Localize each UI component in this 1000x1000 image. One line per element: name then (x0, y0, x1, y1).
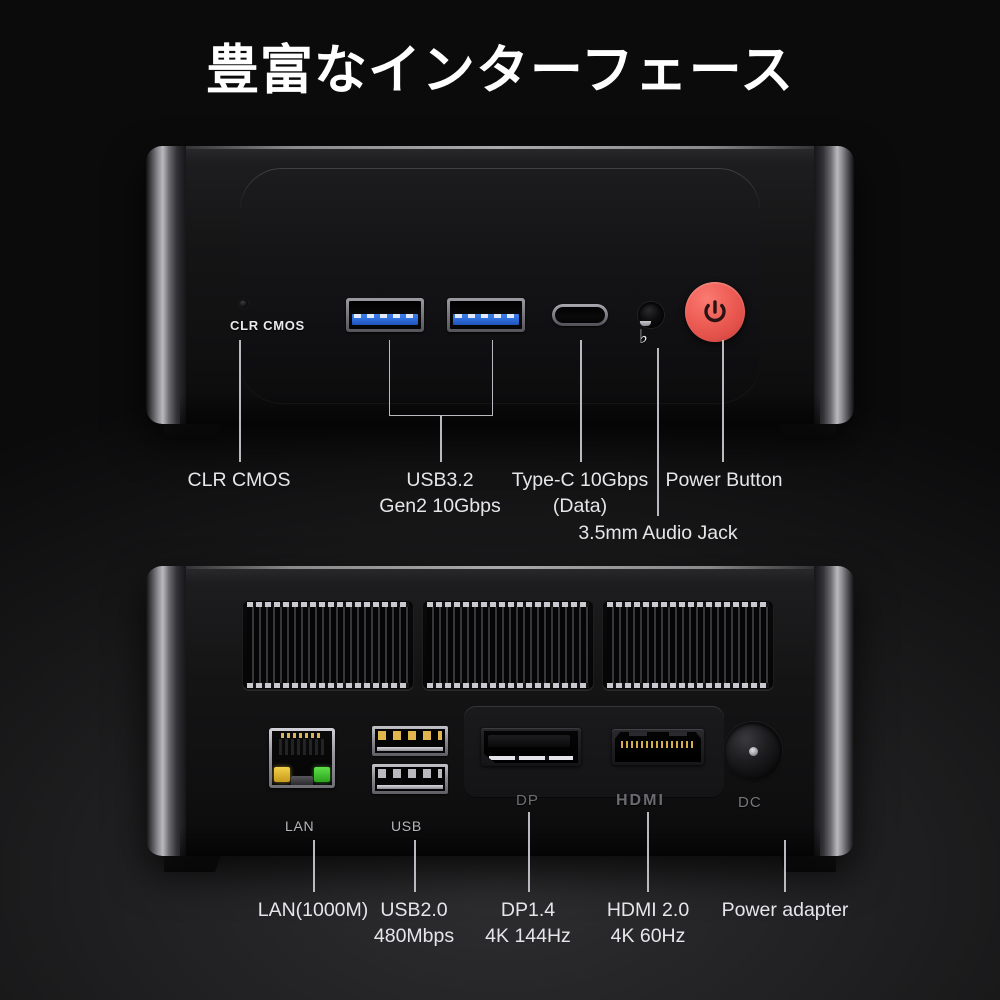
rear-foot-right (778, 852, 836, 872)
hdmi-notch-left (629, 732, 647, 736)
rear-foot-left (164, 852, 222, 872)
dc-silkscreen: DC (738, 794, 762, 811)
rear-device-feet (146, 850, 854, 872)
front-panel-device: CLR CMOS ♭ (146, 146, 854, 440)
front-face-inset (240, 168, 760, 404)
displayport-port[interactable] (481, 728, 581, 766)
leader-hdmi (647, 812, 649, 892)
callout-usb3: USB3.2 Gen2 10Gbps (379, 469, 501, 517)
foot-left (164, 420, 222, 440)
leader-power-adapter (784, 840, 786, 892)
hdmi-cavity (615, 732, 701, 762)
lan-port-cavity (272, 731, 332, 785)
front-device-feet (146, 418, 854, 440)
power-button[interactable] (685, 282, 745, 342)
headset-icon: ♭ (639, 327, 648, 348)
leader-audio-jack (657, 348, 659, 516)
clr-cmos-silkscreen: CLR CMOS (230, 318, 305, 333)
hdmi-pins (621, 741, 695, 748)
usb-type-c-port[interactable] (552, 304, 608, 326)
usb2-port-bottom-cavity (375, 767, 445, 791)
hdmi-port[interactable] (612, 729, 704, 765)
usb3-port-2-tongue (453, 314, 519, 325)
leader-usb2 (414, 840, 416, 892)
usb3-port-1-cavity (349, 301, 421, 329)
clr-cmos-pinhole (239, 299, 248, 308)
usb3-port-2-cavity (450, 301, 522, 329)
displayport-inner (488, 735, 570, 747)
usb2-port-top-bar (377, 747, 443, 751)
foot-right (778, 420, 836, 440)
vent-2-cap-top (427, 602, 589, 607)
callout-audio-jack: 3.5mm Audio Jack (578, 522, 738, 544)
usb2-port-top-contacts (378, 731, 442, 740)
usb2-port-bottom-contacts (378, 769, 442, 778)
displayport-bar (489, 756, 573, 760)
chassis-edge-left (146, 146, 186, 424)
callout-power-adapter: Power adapter (721, 899, 849, 921)
usb3-port-1[interactable] (346, 298, 424, 332)
usb2-port-top[interactable] (372, 726, 448, 756)
vent-3-cap-bottom (607, 683, 769, 688)
hdmi-notch-right (669, 732, 687, 736)
vent-1-cap-top (247, 602, 409, 607)
lan-led-amber (274, 767, 290, 782)
lan-port-latch (291, 776, 313, 785)
usb2-port-bottom-bar (377, 785, 443, 789)
power-symbol-icon (704, 300, 726, 323)
vent-grille-3 (602, 600, 774, 690)
vent-2-cap-bottom (427, 683, 589, 688)
lan-port-comb (279, 739, 325, 755)
vent-grille-1 (242, 600, 414, 690)
usb3-port-1-tongue (352, 314, 418, 325)
vent-3-cap-top (607, 602, 769, 607)
leader-clr-cmos (239, 340, 241, 462)
leader-usb3-bracket (389, 340, 493, 416)
audio-jack-port[interactable] (638, 302, 664, 328)
displayport-cavity (484, 731, 578, 763)
chassis-top-highlight (174, 146, 826, 149)
lan-port[interactable] (269, 728, 335, 788)
vent-1-cap-bottom (247, 683, 409, 688)
front-chassis-shell: CLR CMOS ♭ (146, 146, 854, 424)
callout-type-c: Type-C 10Gbps (Data) (511, 469, 649, 517)
usb-silkscreen: USB (391, 818, 422, 834)
lan-silkscreen: LAN (285, 818, 315, 834)
lan-port-pins (281, 733, 323, 738)
leader-power-button (722, 340, 724, 462)
usb2-port-top-cavity (375, 729, 445, 753)
rear-chassis-shell: LAN USB DP (146, 566, 854, 856)
leader-lan (313, 840, 315, 892)
rear-chassis-edge-left (146, 566, 186, 856)
usb2-port-bottom[interactable] (372, 764, 448, 794)
rear-panel-device: LAN USB DP (146, 566, 854, 872)
dc-power-jack[interactable] (724, 722, 782, 780)
leader-usb3-stem (440, 416, 442, 462)
callout-dp: DP1.4 4K 144Hz (485, 899, 571, 947)
chassis-edge-right (814, 146, 854, 424)
rear-chassis-edge-right (814, 566, 854, 856)
chassis-bottom-shadow (180, 394, 820, 424)
callout-lan: LAN(1000M) (257, 899, 369, 921)
leader-dp (528, 812, 530, 892)
dc-jack-center-pin (748, 746, 758, 756)
callout-hdmi: HDMI 2.0 4K 60Hz (606, 899, 690, 947)
callout-power-button: Power Button (665, 469, 783, 491)
rear-chassis-top-highlight (174, 566, 826, 569)
vent-1-slats (247, 607, 409, 683)
callout-usb2: USB2.0 480Mbps (373, 899, 455, 947)
usb-type-c-cavity (555, 307, 605, 323)
callout-clr-cmos: CLR CMOS (187, 469, 291, 491)
vent-2-slats (427, 607, 589, 683)
page-title: 豊富なインターフェース (205, 40, 795, 101)
leader-type-c (580, 340, 582, 462)
vent-grille-2 (422, 600, 594, 690)
vent-3-slats (607, 607, 769, 683)
rear-chassis-bottom-shadow (180, 826, 820, 856)
dp-silkscreen: DP (516, 792, 539, 809)
hdmi-silkscreen: HDMI (616, 792, 665, 809)
lan-led-green (314, 767, 330, 782)
usb3-port-2[interactable] (447, 298, 525, 332)
